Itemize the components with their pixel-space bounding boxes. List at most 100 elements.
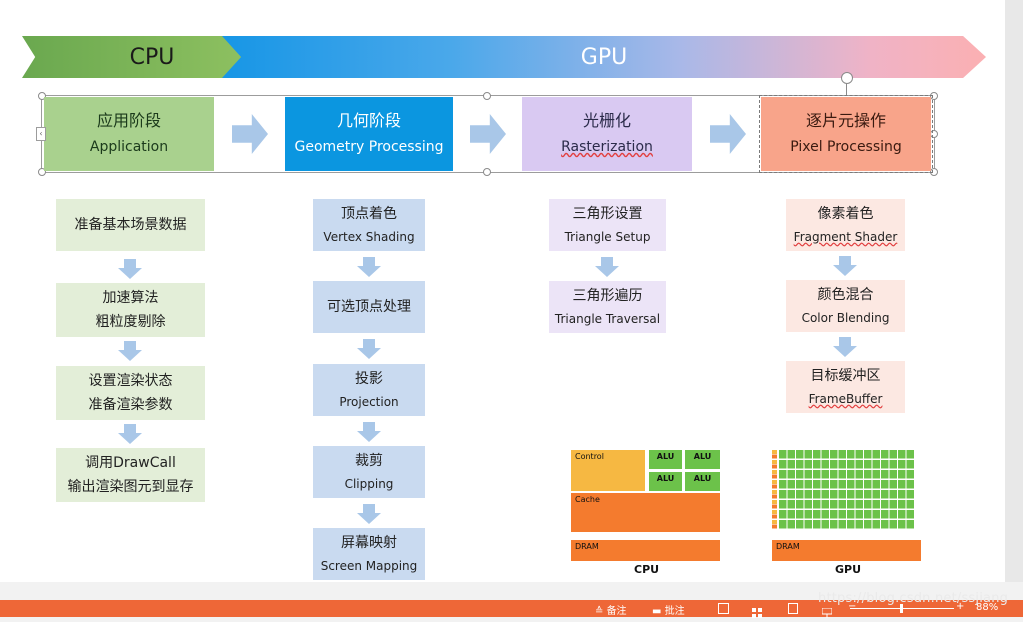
gpu-alu-cell	[889, 520, 897, 529]
step-acceleration[interactable]: 加速算法 粗粒度剔除	[56, 283, 205, 337]
gpu-alu-cell	[872, 450, 880, 459]
cpu-architecture-diagram: Control ALU ALU ALU ALU Cache DRAM	[570, 449, 722, 563]
gpu-alu-cell	[779, 520, 787, 529]
rotate-handle[interactable]	[841, 72, 853, 84]
normal-view-icon[interactable]	[718, 603, 729, 614]
cpu-dram-block: DRAM	[571, 540, 720, 561]
step-vertex-shading[interactable]: 顶点着色 Vertex Shading	[313, 199, 425, 251]
gpu-alu-cell	[855, 460, 863, 469]
gpu-dram-block: DRAM	[772, 540, 921, 561]
gpu-alu-cell	[787, 450, 795, 459]
step-screen-mapping[interactable]: 屏幕映射 Screen Mapping	[313, 528, 425, 580]
cpu-arch-caption: CPU	[634, 563, 660, 576]
flow-arrow-down	[595, 257, 619, 277]
gpu-cache-cell	[772, 514, 777, 519]
step-projection[interactable]: 投影 Projection	[313, 364, 425, 416]
step-subtext: FrameBuffer	[808, 392, 883, 406]
stage-pixel[interactable]: 逐片元操作 Pixel Processing	[761, 97, 931, 171]
gpu-alu-cell	[864, 520, 872, 529]
gpu-alu-cell	[889, 490, 897, 499]
alu-label: ALU	[693, 452, 712, 461]
reading-view-icon[interactable]	[788, 603, 798, 614]
step-optional-vertex[interactable]: 可选顶点处理	[313, 281, 425, 333]
gpu-alu-cell	[821, 460, 829, 469]
gpu-cache-cell	[772, 474, 777, 479]
step-text: 目标缓冲区	[810, 368, 881, 384]
step-text: 像素着色	[817, 206, 874, 222]
resize-handle-tr[interactable]	[930, 92, 938, 100]
gpu-alu-cell	[838, 500, 846, 509]
stage-geometry[interactable]: 几何阶段 Geometry Processing	[285, 97, 453, 171]
collapse-handle[interactable]: ‹	[36, 127, 46, 141]
zoom-slider-thumb[interactable]	[900, 604, 903, 613]
step-subtext: Color Blending	[801, 311, 890, 325]
gpu-alu-cell	[838, 460, 846, 469]
gpu-alu-cell	[830, 450, 838, 459]
gpu-alu-cell	[821, 480, 829, 489]
gpu-alu-cell	[881, 520, 889, 529]
gpu-alu-cell	[855, 490, 863, 499]
gpu-alu-cell	[779, 450, 787, 459]
resize-handle-top[interactable]	[483, 92, 491, 100]
step-framebuffer[interactable]: 目标缓冲区 FrameBuffer	[786, 361, 905, 413]
scroll-gutter[interactable]	[1005, 0, 1023, 582]
gpu-alu-cell	[855, 470, 863, 479]
comments-button[interactable]: ▬ 批注	[652, 606, 685, 617]
gpu-alu-cell	[847, 460, 855, 469]
gpu-alu-cell	[838, 510, 846, 519]
gpu-alu-cell	[855, 450, 863, 459]
step-clipping[interactable]: 裁剪 Clipping	[313, 446, 425, 498]
stage-application[interactable]: 应用阶段 Application	[44, 97, 214, 171]
gpu-alu-cell	[864, 450, 872, 459]
flow-arrow-down	[357, 422, 381, 442]
slide-canvas[interactable]: CPU GPU 应用阶段 Application 几何阶段 Geometry P…	[0, 0, 1005, 582]
step-drawcall[interactable]: 调用DrawCall 输出渲染图元到显存	[56, 448, 205, 502]
gpu-alu-cell	[779, 480, 787, 489]
slideshow-icon[interactable]	[821, 603, 833, 618]
notes-button[interactable]: ≙ 备注	[595, 606, 627, 617]
gpu-alu-cell	[813, 500, 821, 509]
zoom-level[interactable]: 88%	[976, 602, 999, 613]
gpu-alu-cell	[855, 520, 863, 529]
stage-rasterization[interactable]: 光栅化 Rasterization	[522, 97, 692, 171]
gpu-alu-cell	[898, 470, 906, 479]
gpu-architecture-diagram: DRAM	[771, 449, 923, 563]
gpu-alu-cell	[847, 520, 855, 529]
slide-sorter-icon[interactable]	[752, 603, 762, 618]
step-render-state[interactable]: 设置渲染状态 准备渲染参数	[56, 366, 205, 420]
flow-arrow-down	[833, 256, 857, 276]
step-color-blending[interactable]: 颜色混合 Color Blending	[786, 280, 905, 332]
gpu-alu-cell	[796, 510, 804, 519]
gpu-alu-cell	[881, 500, 889, 509]
zoom-out-button[interactable]: −	[848, 601, 857, 612]
cpu-cache-label: Cache	[575, 495, 600, 504]
step-prepare-scene[interactable]: 准备基本场景数据	[56, 199, 205, 251]
gpu-alu-cell	[898, 500, 906, 509]
gpu-alu-cell	[804, 500, 812, 509]
gpu-alu-cell	[779, 500, 787, 509]
gpu-alu-cell	[906, 480, 914, 489]
step-text: 投影	[355, 371, 383, 387]
gpu-alu-cell	[881, 450, 889, 459]
stage-rasterization-zh: 光栅化	[582, 111, 631, 130]
stage-application-en: Application	[89, 139, 169, 155]
gpu-alu-cell	[864, 460, 872, 469]
step-fragment-shader[interactable]: 像素着色 Fragment Shader	[786, 199, 905, 251]
gpu-cache-cell	[772, 484, 777, 489]
step-triangle-traversal[interactable]: 三角形遍历 Triangle Traversal	[549, 281, 666, 333]
stage-pixel-zh: 逐片元操作	[805, 111, 886, 130]
flow-arrow-down	[118, 341, 142, 361]
gpu-alu-cell	[821, 500, 829, 509]
resize-handle-bl[interactable]	[38, 168, 46, 176]
zoom-in-button[interactable]: +	[956, 601, 965, 612]
step-text: 设置渲染状态	[88, 373, 173, 389]
resize-handle-bottom[interactable]	[483, 168, 491, 176]
flow-arrow-down	[833, 337, 857, 357]
gpu-control-cell	[772, 500, 777, 504]
gpu-alu-cell	[804, 470, 812, 479]
step-subtext: Projection	[339, 395, 399, 409]
step-triangle-setup[interactable]: 三角形设置 Triangle Setup	[549, 199, 666, 251]
gpu-alu-cell	[864, 510, 872, 519]
resize-handle-tl[interactable]	[38, 92, 46, 100]
gpu-alu-cell	[796, 470, 804, 479]
